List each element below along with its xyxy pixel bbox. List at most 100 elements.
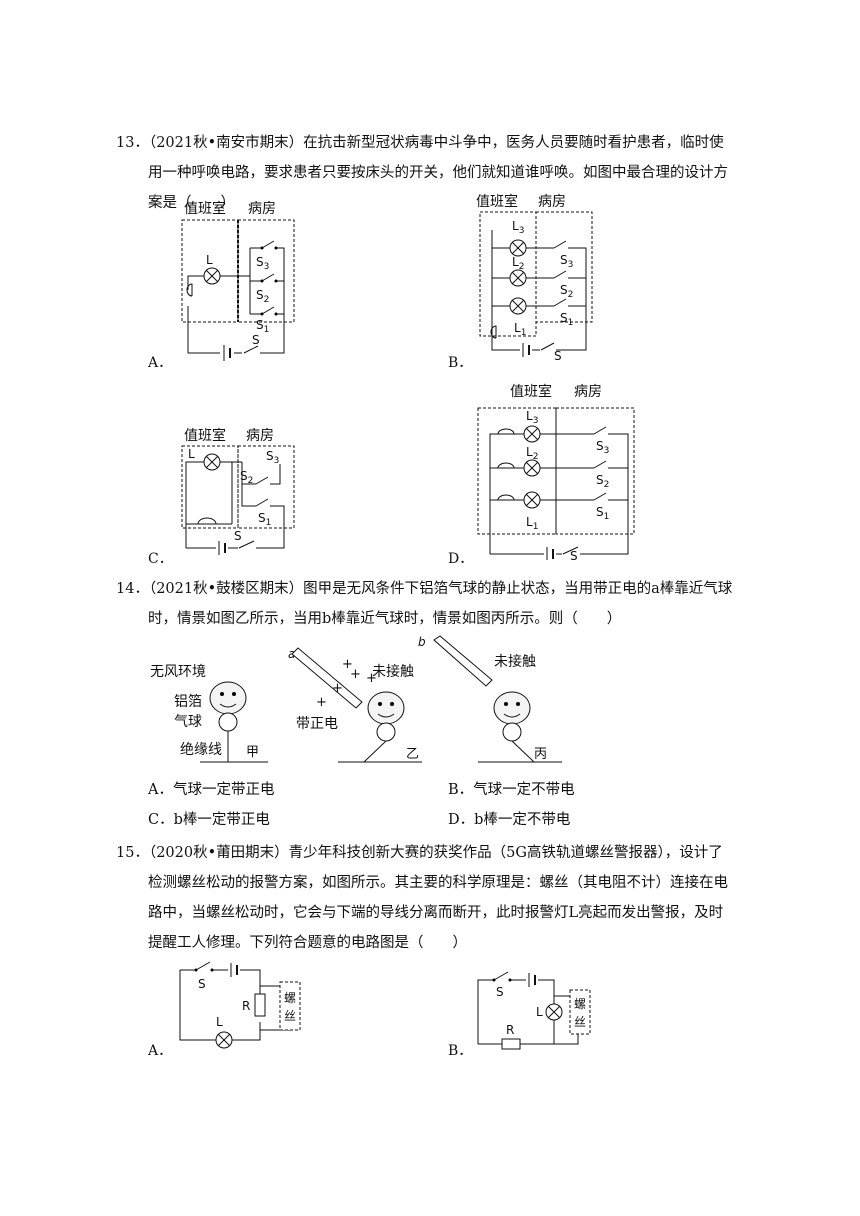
screw-label: 螺 [284, 991, 296, 1005]
q14-choice-d[interactable]: D．b棒一定不带电 [448, 812, 571, 828]
svg-text:R: R [506, 1023, 514, 1037]
question-13-text: 13．（2021秋•南安市期末）在抗击新型冠状病毒中斗争中，医务人员要随时看护患… [116, 135, 728, 211]
lamp-icon [215, 1031, 233, 1049]
battery-icon [526, 972, 538, 988]
q14-choice-b[interactable]: B．气球一定不带电 [448, 782, 575, 798]
switch-icon [593, 426, 607, 435]
lamp-icon [509, 297, 527, 315]
svg-text:病房: 病房 [538, 194, 566, 210]
lamp-icon [523, 491, 541, 509]
bell-icon [497, 462, 515, 469]
svg-text:S2: S2 [596, 473, 609, 490]
question-13: 13．（2021秋•南安市期末）在抗击新型冠状病毒中斗争中，医务人员要随时看护患… [116, 128, 736, 218]
q13-option-c[interactable]: C． [148, 551, 173, 567]
svg-text:S3: S3 [256, 255, 269, 272]
q13-option-b[interactable]: B． [448, 355, 473, 371]
battery-icon [216, 540, 228, 556]
main-switch-icon [238, 540, 256, 552]
bell-icon [497, 494, 515, 501]
question-15: 15．（2020秋•莆田期末）青少年科技创新大赛的获奖作品（5G高铁轨道螺丝警报… [116, 838, 736, 958]
balloon-icon [367, 691, 405, 742]
svg-text:L: L [188, 447, 195, 461]
bell-icon [186, 283, 193, 297]
lamp-icon [509, 269, 527, 287]
resistor-icon [501, 1038, 521, 1050]
lamp-icon [509, 239, 527, 257]
svg-text:S: S [554, 349, 562, 363]
lamp-label: L [206, 253, 213, 267]
q13-figure-c: 值班室 病房 L S3 S2 S1 S [181, 427, 295, 556]
switch-icon [255, 498, 269, 507]
svg-text:L1: L1 [526, 515, 538, 532]
svg-text:S: S [234, 529, 242, 543]
duty-room-label: 值班室 [184, 200, 226, 217]
svg-text:S: S [496, 985, 504, 999]
svg-text:S: S [570, 549, 578, 563]
svg-text:+: + [316, 695, 327, 710]
svg-text:S3: S3 [596, 439, 609, 456]
svg-text:S: S [198, 977, 206, 991]
svg-text:L2: L2 [512, 255, 524, 272]
q15-option-a[interactable]: A． [148, 1043, 173, 1059]
bell-icon [497, 428, 515, 435]
no-wind-label: 无风环境 [150, 664, 206, 680]
svg-text:L: L [216, 1015, 223, 1029]
svg-text:病房: 病房 [246, 428, 274, 444]
switch-icon [553, 270, 567, 279]
svg-text:丙: 丙 [534, 747, 547, 762]
balloon-icon [209, 681, 247, 732]
q13-option-d[interactable]: D． [448, 551, 474, 567]
q13-figure-d: 值班室 病房 L3 L2 L1 S3 S2 S1 S [477, 383, 635, 563]
main-switch-icon [242, 345, 260, 356]
switch-icon [260, 240, 278, 250]
svg-text:丝: 丝 [284, 1009, 296, 1023]
svg-text:S: S [252, 333, 260, 347]
lamp-icon [545, 1003, 563, 1021]
svg-text:铝箔: 铝箔 [174, 694, 202, 710]
q13-figure-a: 值班室 病房 L S3 S2 S1 S [181, 200, 295, 362]
svg-text:S1: S1 [258, 511, 271, 528]
resistor-icon [254, 993, 266, 1017]
svg-text:+: + [342, 657, 353, 672]
svg-text:+: + [366, 671, 377, 686]
switch-icon [255, 476, 269, 485]
question-15-text: 15．（2020秋•莆田期末）青少年科技创新大赛的获奖作品（5G高铁轨道螺丝警报… [116, 845, 728, 951]
svg-text:值班室: 值班室 [184, 427, 226, 444]
q15-figure-a: S R 螺 丝 L [179, 961, 301, 1049]
svg-text:S2: S2 [240, 469, 253, 486]
svg-text:未接触: 未接触 [494, 653, 536, 670]
question-14-text: 14．（2021秋•鼓楼区期末）图甲是无风条件下铝箔气球的静止状态，当用带正电的… [116, 581, 733, 627]
battery-icon [520, 342, 532, 358]
switch-icon [194, 961, 214, 972]
battery-icon [228, 962, 240, 978]
svg-text:值班室: 值班室 [510, 383, 552, 400]
svg-text:R: R [242, 999, 250, 1013]
switch-icon [553, 298, 567, 307]
svg-text:+: + [350, 667, 361, 682]
q15-option-b[interactable]: B． [448, 1043, 473, 1059]
svg-text:病房: 病房 [574, 384, 602, 400]
q13-option-a[interactable]: A． [148, 355, 173, 371]
svg-text:螺: 螺 [574, 997, 586, 1011]
q14-choice-c[interactable]: C．b棒一定带正电 [148, 812, 270, 828]
svg-text:S1: S1 [256, 318, 269, 335]
switch-icon [593, 492, 607, 501]
svg-text:绝缘线: 绝缘线 [180, 742, 222, 758]
lamp-icon [523, 459, 541, 477]
q13-figure-b: 值班室 病房 L3 L2 L1 S3 S2 S1 S [476, 193, 593, 363]
switch-icon [553, 240, 567, 249]
q14-choice-a[interactable]: A．气球一定带正电 [148, 782, 275, 798]
q14-figure: 无风环境 铝箔 气球 绝缘线 甲 a + + + + + 未接触 带正电 乙 b… [150, 635, 562, 763]
lamp-icon [203, 453, 221, 471]
svg-text:带正电: 带正电 [296, 716, 338, 732]
svg-text:S2: S2 [560, 283, 573, 300]
svg-text:+: + [332, 681, 343, 696]
lamp-icon [203, 267, 221, 285]
main-switch-icon [562, 546, 580, 558]
svg-text:S3: S3 [266, 449, 279, 466]
rod-a-icon [291, 647, 363, 709]
ward-label: 病房 [248, 201, 276, 217]
balloon-icon [493, 691, 531, 742]
svg-text:S1: S1 [560, 311, 573, 328]
bell-icon [490, 325, 497, 339]
